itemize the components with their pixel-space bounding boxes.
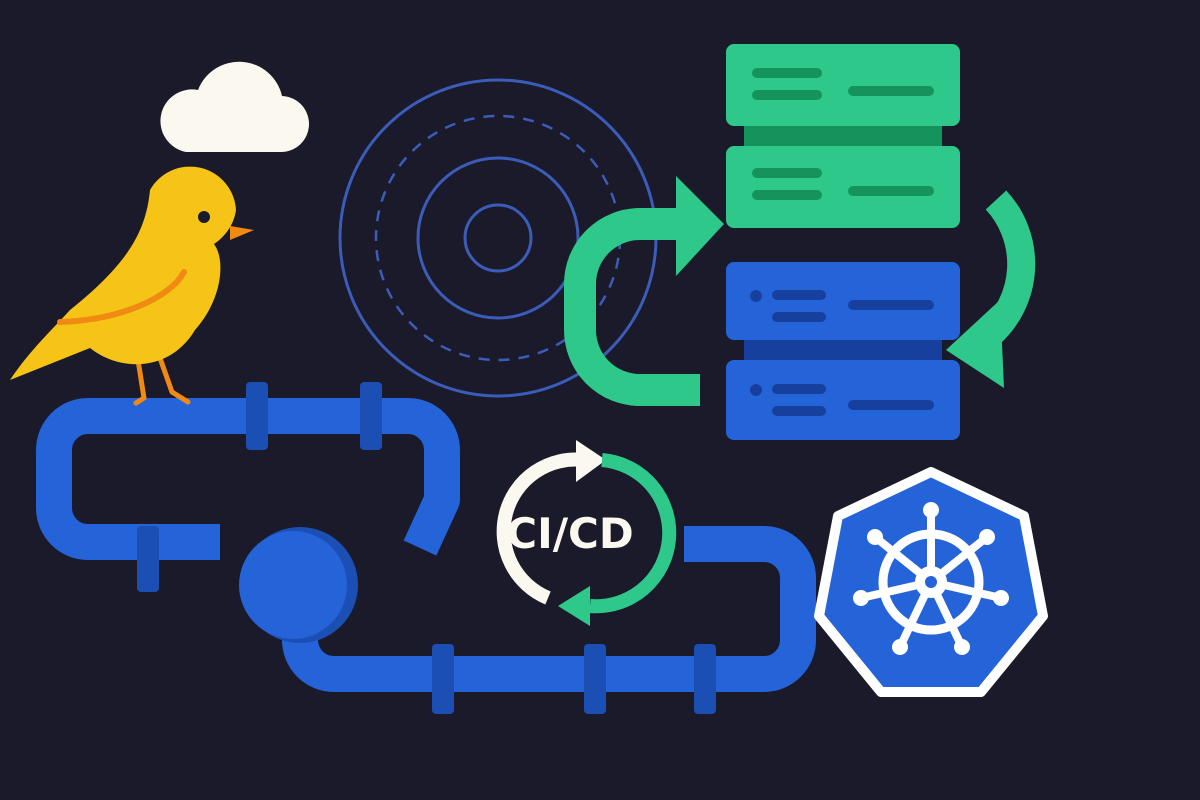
server-unit (726, 360, 960, 440)
server-unit (726, 262, 960, 340)
server-unit (726, 44, 960, 126)
pipeline-icon (36, 382, 816, 714)
server-unit (726, 146, 960, 228)
kubernetes-helm-icon (814, 467, 1048, 697)
canary-bird-icon (10, 166, 254, 406)
pipe-joint (137, 382, 716, 714)
cicd-cycle-icon: CI/CD (496, 440, 677, 626)
server-stack-icon (726, 44, 960, 440)
cicd-label: CI/CD (506, 509, 633, 558)
sync-arrows-icon (564, 176, 1036, 406)
cloud-icon (160, 61, 310, 153)
